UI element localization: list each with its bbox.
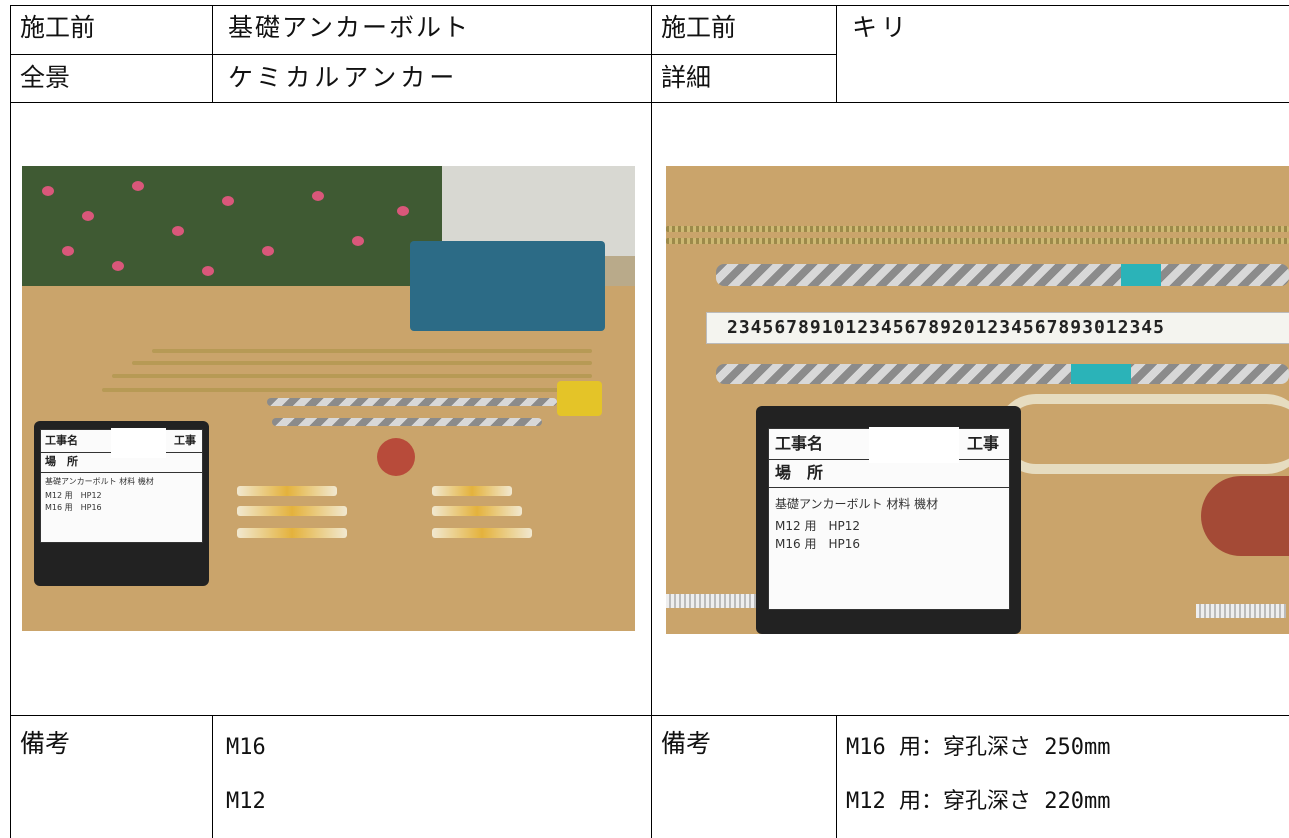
capsule-pack [432, 506, 522, 516]
right-label-bottom: 詳細 [661, 63, 712, 92]
grid-line-center [651, 5, 652, 838]
tape-measure [557, 381, 602, 416]
flower [112, 261, 124, 271]
grid-line-header-mid-right [651, 54, 836, 55]
site-sign-board: 工事名 工事 場 所 基礎アンカーボルト 材料 機材 M12 用 HP12 M1… [34, 421, 209, 586]
bit-marker [1121, 264, 1161, 286]
grid-line-header-col1 [212, 5, 213, 102]
sign-face: 工事名 工事 場 所 基礎アンカーボルト 材料 機材 M12 用 HP12 M1… [768, 427, 1010, 610]
capsule-pack [237, 486, 337, 496]
sign-handwriting-2: M12 用 HP12 [775, 519, 860, 533]
drill-bit-small [716, 364, 1289, 384]
flower [312, 191, 324, 201]
measuring-tape: 2345678910123456789201234567893012345 [706, 312, 1289, 344]
tape-markings: 2345678910123456789201234567893012345 [727, 317, 1165, 338]
left-title-top: 基礎アンカーボルト [228, 13, 471, 42]
sign-row-location: 場 所 [41, 452, 202, 473]
flower [42, 186, 54, 196]
capsule-pack [432, 528, 532, 538]
grid-line-left-edge [10, 5, 11, 838]
sign-handwriting-1: 基礎アンカーボルト 材料 機材 [775, 497, 939, 511]
cleaning-brush [666, 594, 756, 608]
silicone-tube [996, 394, 1289, 474]
sign-handwriting-2: M12 用 HP12 [45, 491, 102, 500]
cleaning-brush [1196, 604, 1286, 618]
flower [397, 206, 409, 216]
sign-location-label: 場 所 [775, 463, 824, 482]
right-remarks-line2: M12 用：穿孔深さ 220mm [846, 789, 1111, 814]
flower [352, 236, 364, 246]
site-sign-board: 工事名 工事 場 所 基礎アンカーボルト 材料 機材 M12 用 HP12 M1… [756, 406, 1021, 634]
left-remarks-line1: M16 [226, 735, 266, 760]
redaction-patch [869, 427, 959, 463]
grid-line-header-col3 [836, 5, 837, 102]
sign-handwriting-3: M16 用 HP16 [45, 503, 102, 512]
detail-photo: 2345678910123456789201234567893012345 工事… [666, 166, 1289, 634]
flower [222, 196, 234, 206]
capsule-pack [237, 506, 347, 516]
flower [82, 211, 94, 221]
anchor-rod [132, 361, 592, 365]
drill-bit [267, 398, 557, 406]
grid-line-top [10, 5, 1289, 6]
right-remarks-label: 備考 [661, 729, 712, 758]
sign-project-label: 工事名 [775, 434, 824, 453]
left-label-top: 施工前 [20, 13, 96, 42]
sign-project-tail: 工事 [174, 434, 196, 447]
capsule-pack [237, 528, 347, 538]
anchor-rod [102, 388, 582, 392]
flower [202, 266, 214, 276]
flower [132, 181, 144, 191]
sign-face: 工事名 工事 場 所 基礎アンカーボルト 材料 機材 M12 用 HP12 M1… [40, 428, 203, 543]
drill-bit [272, 418, 542, 426]
grid-line-remarks-col1 [212, 715, 213, 838]
sign-row-location: 場 所 [769, 459, 1009, 488]
grid-line-header-bottom [10, 102, 1289, 103]
threaded-rod [666, 238, 1289, 244]
tool-case [410, 241, 605, 331]
bit-marker [1071, 364, 1131, 384]
grid-line-remarks-col3 [836, 715, 837, 838]
right-title: キリ [852, 13, 911, 42]
left-remarks-line2: M12 [226, 789, 266, 814]
right-remarks-line1: M16 用：穿孔深さ 250mm [846, 735, 1111, 760]
flower [172, 226, 184, 236]
drill-bit-large [716, 264, 1289, 286]
blower-bulb [1201, 476, 1289, 556]
left-label-bottom: 全景 [20, 63, 71, 92]
anchor-rod [152, 349, 592, 353]
grid-line-header-mid-left [10, 54, 651, 55]
grid-line-remarks-top [10, 715, 1289, 716]
sign-project-label: 工事名 [45, 434, 78, 447]
blower-bulb [377, 438, 415, 476]
right-label-top: 施工前 [661, 13, 737, 42]
left-title-bottom: ケミカルアンカー [228, 63, 459, 92]
sign-project-tail: 工事 [966, 434, 999, 453]
sign-handwriting-1: 基礎アンカーボルト 材料 機材 [45, 477, 154, 486]
redaction-patch [111, 428, 166, 458]
capsule-pack [432, 486, 512, 496]
flower [62, 246, 74, 256]
sign-location-label: 場 所 [45, 455, 78, 468]
flower-bush [22, 166, 442, 296]
left-remarks-label: 備考 [20, 729, 71, 758]
sign-handwriting-3: M16 用 HP16 [775, 537, 860, 551]
overview-photo: 工事名 工事 場 所 基礎アンカーボルト 材料 機材 M12 用 HP12 M1… [22, 166, 635, 631]
threaded-rod [666, 226, 1289, 232]
flower [262, 246, 274, 256]
anchor-rod [112, 374, 592, 378]
